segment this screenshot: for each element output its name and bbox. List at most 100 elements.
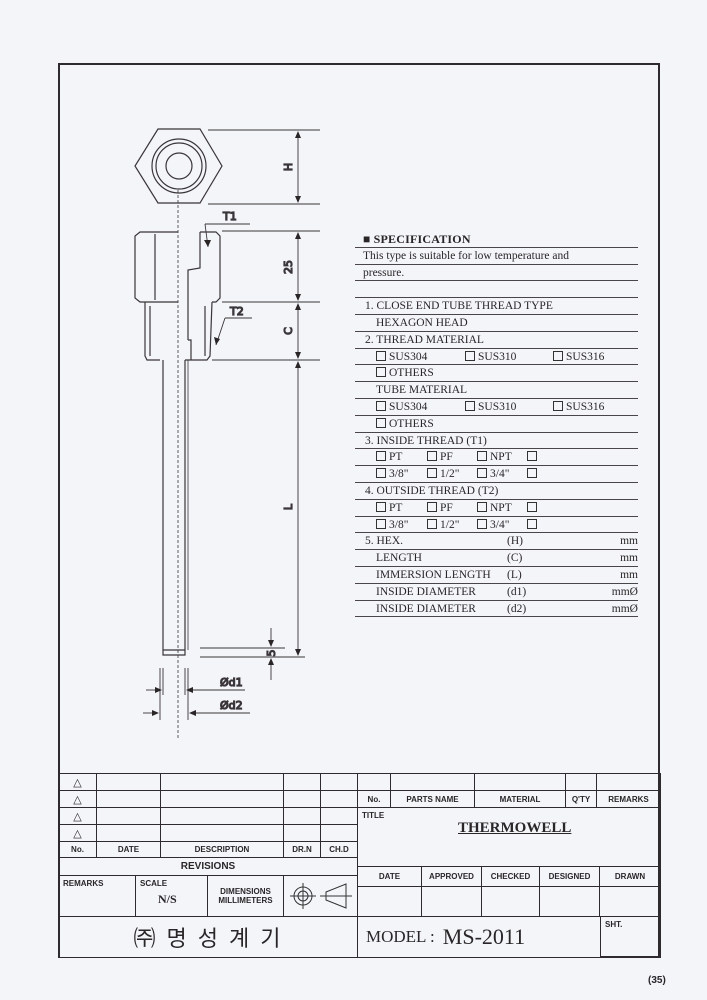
spec-checkbox-option[interactable]: PT [376, 449, 402, 465]
dimensions-label: DIMENSIONS [220, 887, 271, 896]
rev-header-drn: DR.N [283, 841, 321, 858]
sign-cell-approved [421, 886, 482, 917]
revision-cell [320, 773, 358, 791]
model-label: MODEL : [366, 927, 435, 946]
checkbox-icon [553, 350, 563, 361]
revision-cell [96, 790, 161, 808]
spec-text: pressure. [363, 266, 405, 279]
revisions-label: REVISIONS [58, 857, 358, 876]
spec-checkbox-option[interactable]: OTHERS [376, 365, 434, 381]
spec-checkbox-option[interactable]: SUS316 [553, 349, 604, 365]
spec-checkbox-option[interactable]: 1/2" [427, 466, 459, 482]
spec-checkbox-option[interactable]: SUS316 [553, 399, 604, 415]
inside-thread-step [187, 232, 201, 360]
dim-symbol: (d1) [507, 585, 527, 598]
sign-cell-designed [539, 886, 600, 917]
label-d2: Ød2 [220, 699, 243, 712]
parts-header-material: MATERIAL [474, 790, 566, 808]
spec-checkbox-option[interactable]: PF [427, 449, 453, 465]
option-label: 3/4" [490, 468, 510, 481]
spec-checkbox-option[interactable]: OTHERS [376, 416, 434, 432]
spec-checkbox-option[interactable] [527, 517, 540, 533]
checkbox-icon [477, 451, 487, 462]
option-label: 1/2" [440, 468, 460, 481]
spec-checkbox-option[interactable]: SUS310 [465, 349, 516, 365]
spec-row: PT PF NPT [355, 500, 638, 517]
sign-header-drawn: DRAWN [599, 866, 661, 887]
spec-checkbox-option[interactable]: NPT [477, 449, 512, 465]
spec-checkbox-option[interactable]: 3/8" [376, 466, 408, 482]
dim-label-5: 5 [265, 650, 278, 657]
sign-cell-checked [481, 886, 540, 917]
spec-checkbox-option[interactable]: PT [376, 500, 402, 516]
revision-cell [160, 773, 284, 791]
label-t1: T1 [222, 210, 237, 223]
remarks-label: REMARKS [63, 879, 104, 888]
sign-header-designed: DESIGNED [539, 866, 600, 887]
checkbox-icon [527, 451, 537, 462]
sheet-label: SHT. [605, 920, 623, 929]
option-label: SUS316 [566, 400, 605, 413]
hex-bore-circle [165, 152, 193, 180]
outside-thread [144, 301, 213, 361]
sign-header-approved: APPROVED [421, 866, 482, 887]
checkbox-icon [527, 468, 537, 479]
dim-unit: mm [620, 535, 638, 548]
option-label: 3/8" [389, 518, 409, 531]
spec-row: 3/8" 1/2" 3/4" [355, 466, 638, 483]
dim-unit: mmØ [611, 585, 638, 598]
spec-row: 5. HEX.(H)mm [355, 533, 638, 551]
option-label: PT [389, 451, 403, 464]
parts-header-parts-name: PARTS NAME [390, 790, 475, 808]
spec-text: 3. INSIDE THREAD (T1) [365, 434, 487, 447]
revision-cell [283, 790, 321, 808]
revision-mark: △ [58, 773, 97, 791]
parts-empty-cell [390, 773, 475, 791]
checkbox-icon [553, 400, 563, 411]
checkbox-icon [376, 417, 386, 428]
spec-row [355, 281, 638, 299]
title-label: TITLE [362, 811, 385, 820]
spec-checkbox-option[interactable]: 3/8" [376, 517, 408, 533]
revision-cell [320, 790, 358, 808]
option-label: 1/2" [440, 518, 460, 531]
rev-header-no: No. [58, 841, 97, 858]
sign-header-date: DATE [357, 866, 422, 887]
option-label: 3/4" [490, 518, 510, 531]
spec-checkbox-option[interactable]: SUS304 [376, 349, 427, 365]
spec-text: 1. CLOSE END TUBE THREAD TYPE [365, 300, 553, 313]
spec-row: INSIDE DIAMETER(d2)mmØ [355, 601, 638, 618]
option-label: SUS304 [389, 350, 428, 363]
checkbox-icon [376, 400, 386, 411]
spec-checkbox-option[interactable]: SUS310 [465, 399, 516, 415]
spec-row: SUS304 SUS310 SUS316 [355, 349, 638, 366]
spec-checkbox-option[interactable]: 1/2" [427, 517, 459, 533]
spec-checkbox-option[interactable]: 3/4" [477, 517, 509, 533]
label-t2: T2 [229, 305, 244, 318]
sign-cell-drawn [599, 886, 661, 917]
spec-checkbox-option[interactable]: NPT [477, 500, 512, 516]
revision-cell [160, 807, 284, 825]
dim-name: 5. HEX. [365, 535, 404, 548]
parts-empty-cell [474, 773, 566, 791]
dim-unit: mm [620, 568, 638, 581]
spec-checkbox-option[interactable] [527, 449, 540, 465]
checkbox-icon [427, 501, 437, 512]
checkbox-icon [465, 400, 475, 411]
dim-unit: mmØ [611, 602, 638, 615]
spec-checkbox-option[interactable]: 3/4" [477, 466, 509, 482]
checkbox-icon [477, 501, 487, 512]
spec-checkbox-option[interactable]: SUS304 [376, 399, 427, 415]
sign-cell-date [357, 886, 422, 917]
spec-checkbox-option[interactable] [527, 500, 540, 516]
hex-body-section [200, 231, 221, 303]
spec-checkbox-option[interactable] [527, 466, 540, 482]
spec-checkbox-option[interactable]: PF [427, 500, 453, 516]
scale-value: N/S [158, 892, 177, 906]
spec-text: ■ SPECIFICATION [363, 232, 471, 246]
title-cell: TITLE THERMOWELL [357, 807, 661, 867]
option-label: 3/8" [389, 468, 409, 481]
revision-cell [320, 807, 358, 825]
revision-cell [160, 824, 284, 842]
dim-symbol: (L) [507, 568, 522, 581]
